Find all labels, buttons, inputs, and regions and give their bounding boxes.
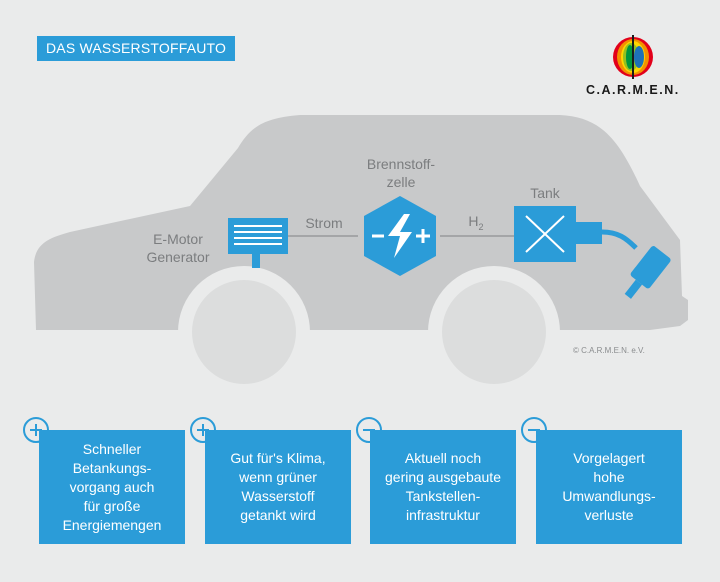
card-line: verluste	[584, 507, 634, 523]
strom-label: Strom	[305, 215, 343, 231]
card-line: für große	[83, 497, 141, 514]
e-motor-label-line1: E-Motor	[153, 231, 203, 247]
copyright-text: © C.A.R.M.E.N. e.V.	[573, 346, 645, 355]
card-line: vorgang auch	[69, 478, 155, 495]
con-card-infrastructure: Aktuell noch gering ausgebaute Tankstell…	[370, 430, 516, 544]
h2-label: H2	[454, 212, 498, 236]
card-line: Tankstellen-	[405, 488, 481, 504]
card-line: Energiemengen	[62, 516, 162, 533]
card-line: Gut für's Klima,	[230, 450, 326, 466]
card-line: Betankungs-	[72, 459, 152, 476]
card-text: Aktuell noch gering ausgebaute Tankstell…	[385, 449, 501, 525]
e-motor-label: E-Motor Generator	[130, 230, 226, 266]
e-motor-label-line2: Generator	[146, 249, 210, 265]
card-line: gering ausgebaute	[385, 469, 501, 485]
rear-wheel	[192, 280, 296, 384]
fuel-nozzle-icon	[601, 229, 671, 299]
tank-label: Tank	[530, 185, 560, 201]
card-line: infrastruktur	[406, 507, 480, 523]
card-line: Aktuell noch	[404, 450, 482, 466]
page-title: DAS WASSERSTOFFAUTO	[37, 36, 236, 61]
pro-card-refueling: Schneller Betankungs- vorgang auch für g…	[39, 430, 185, 544]
card-text: Gut für's Klima, wenn grüner Wasserstoff…	[230, 449, 325, 525]
card-line: Umwandlungs-	[562, 488, 656, 504]
fuel-cell-label-line1: Brennstoff-	[366, 156, 436, 172]
e-motor-icon	[228, 218, 288, 268]
card-text: Vorgelagert hohe Umwandlungs- verluste	[562, 449, 655, 525]
card-line: Vorgelagert	[573, 450, 645, 466]
front-wheel	[442, 280, 546, 384]
fuel-cell-label: Brennstoff- zelle	[346, 155, 456, 191]
card-line: wenn grüner	[239, 469, 317, 485]
fuel-cell-label-line2: zelle	[386, 174, 416, 190]
card-line: hohe	[593, 469, 625, 485]
card-line: Schneller	[82, 440, 142, 457]
card-text: Schneller Betankungs- vorgang auch für g…	[63, 440, 162, 535]
h2-label-symbol: H	[468, 213, 479, 229]
con-card-conversion-losses: Vorgelagert hohe Umwandlungs- verluste	[536, 430, 682, 544]
fuel-cell-icon	[364, 196, 436, 276]
pro-card-climate: Gut für's Klima, wenn grüner Wasserstoff…	[205, 430, 351, 544]
h2-label-subscript: 2	[478, 221, 484, 232]
tank-icon	[514, 206, 602, 262]
carmen-logo	[613, 35, 653, 79]
card-line: getankt wird	[240, 507, 316, 523]
logo-text: C.A.R.M.E.N.	[586, 83, 680, 97]
card-line: Wasserstoff	[241, 488, 315, 504]
